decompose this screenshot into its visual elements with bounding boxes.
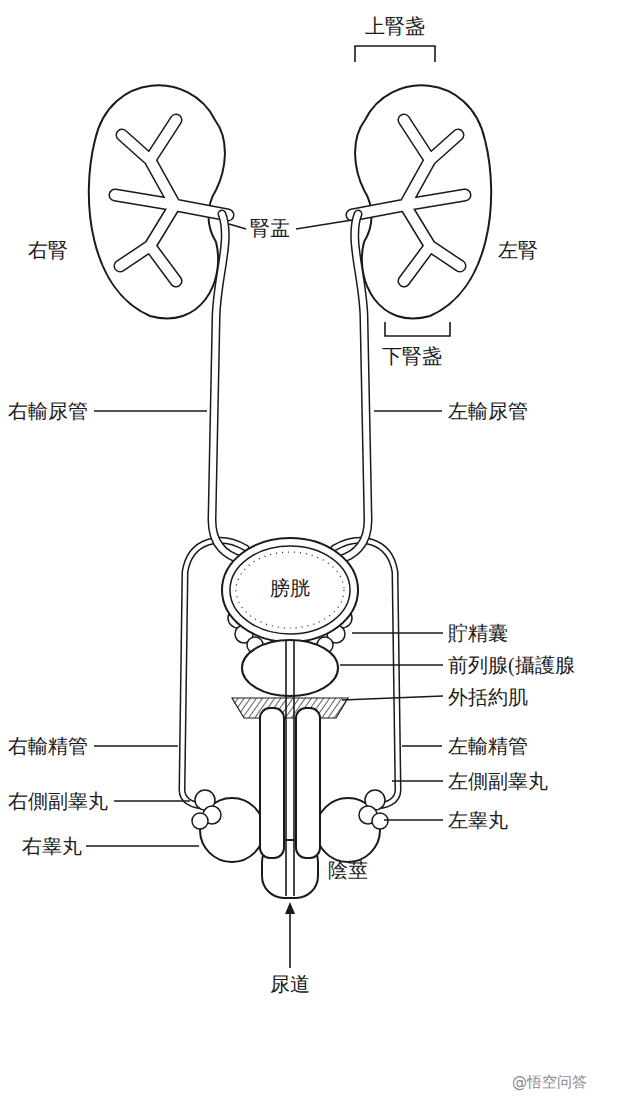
part-label: 左輸尿管 xyxy=(448,399,528,423)
part-label: 左腎 xyxy=(498,238,538,262)
watermark: @悟空问答 xyxy=(512,1070,587,1094)
part-label: 尿道 xyxy=(270,972,310,996)
part-label: 右睾丸 xyxy=(22,834,82,858)
part-label: 陰莖 xyxy=(328,858,368,882)
part-label: 下腎盏 xyxy=(382,344,442,368)
part-label: 外括約肌 xyxy=(448,685,528,709)
part-label: 右輸尿管 xyxy=(8,399,88,423)
part-label: 左睾丸 xyxy=(448,808,508,832)
part-label: 右輸精管 xyxy=(8,734,88,758)
part-label: 膀胱 xyxy=(270,576,310,600)
part-label: 右腎 xyxy=(28,238,68,262)
part-label: 左側副睾丸 xyxy=(448,769,548,793)
part-label: 腎盂 xyxy=(250,216,290,240)
part-label: 左輸精管 xyxy=(448,734,528,758)
part-label: 貯精囊 xyxy=(448,621,508,645)
part-label: 上腎盏 xyxy=(365,14,425,38)
part-label: 前列腺(攝護腺 xyxy=(448,653,575,677)
part-label: 右側副睾丸 xyxy=(8,789,108,813)
